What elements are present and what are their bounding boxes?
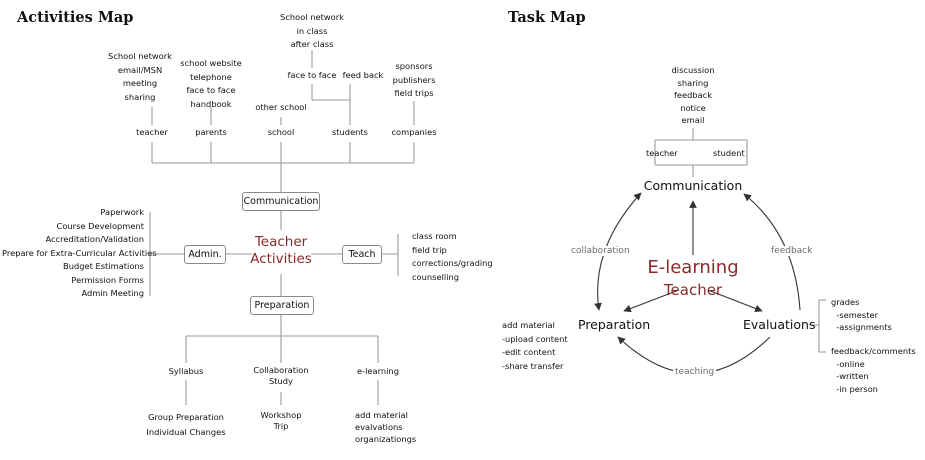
- prep-details: add material -upload content -edit conte…: [502, 320, 568, 371]
- school-other-school: other school: [255, 102, 307, 112]
- prep-syllabus: Syllabus: [168, 366, 204, 376]
- edge-teaching-label: teaching: [673, 367, 717, 377]
- task-evaluations-node: Evaluations: [743, 317, 816, 332]
- students-network-channels: School network in class after class: [280, 12, 344, 49]
- students-feed-back: feed back: [342, 70, 384, 80]
- task-preparation-node: Preparation: [578, 317, 651, 332]
- prep-collaboration-study: Collaboration Study: [253, 365, 309, 386]
- activities-map-title: Activities Map: [17, 9, 134, 26]
- node-students: students: [331, 127, 369, 137]
- task-top-list: discussion sharing feedback notice email: [671, 65, 715, 125]
- task-center-e-learning: E-learning: [647, 257, 739, 278]
- syllabus-sub: Group Preparation Individual Changes: [146, 412, 226, 437]
- feedback-comments-list: feedback/comments -online -written -in p…: [831, 346, 916, 394]
- task-student: student: [713, 148, 745, 158]
- teacher-activities-center: Teacher Activities: [250, 234, 312, 267]
- teach-box: Teach: [342, 245, 382, 264]
- teacher-channels: School network email/MSN meeting sharing: [108, 51, 172, 102]
- node-school: school: [267, 127, 295, 137]
- task-map-title: Task Map: [508, 9, 586, 26]
- task-communication-node: Communication: [643, 178, 743, 193]
- edge-collaboration-label: collaboration: [569, 246, 632, 256]
- node-teacher: teacher: [136, 127, 168, 137]
- communication-box: Communication: [242, 192, 320, 211]
- companies-channels: sponsors publishers field trips: [392, 61, 436, 98]
- admin-box: Admin.: [184, 245, 226, 264]
- preparation-box: Preparation: [250, 296, 314, 315]
- parents-channels: school website telephone face to face ha…: [180, 58, 242, 109]
- collaboration-sub: Workshop Trip: [260, 410, 302, 431]
- prep-e-learning: e-learning: [357, 366, 399, 376]
- node-parents: parents: [195, 127, 227, 137]
- edge-feedback-label: feedback: [769, 246, 815, 256]
- students-face-to-face: face to face: [287, 70, 337, 80]
- task-center-teacher: Teacher: [663, 281, 723, 299]
- teach-items: class room field trip corrections/gradin…: [412, 231, 493, 282]
- node-companies: companies: [391, 127, 437, 137]
- admin-items: Paperwork Course Development Accreditati…: [2, 207, 157, 298]
- task-teacher: teacher: [646, 148, 678, 158]
- grades-list: grades -semester -assignments: [831, 297, 892, 332]
- e-learning-sub: add material evalvations organizationgs: [355, 410, 417, 444]
